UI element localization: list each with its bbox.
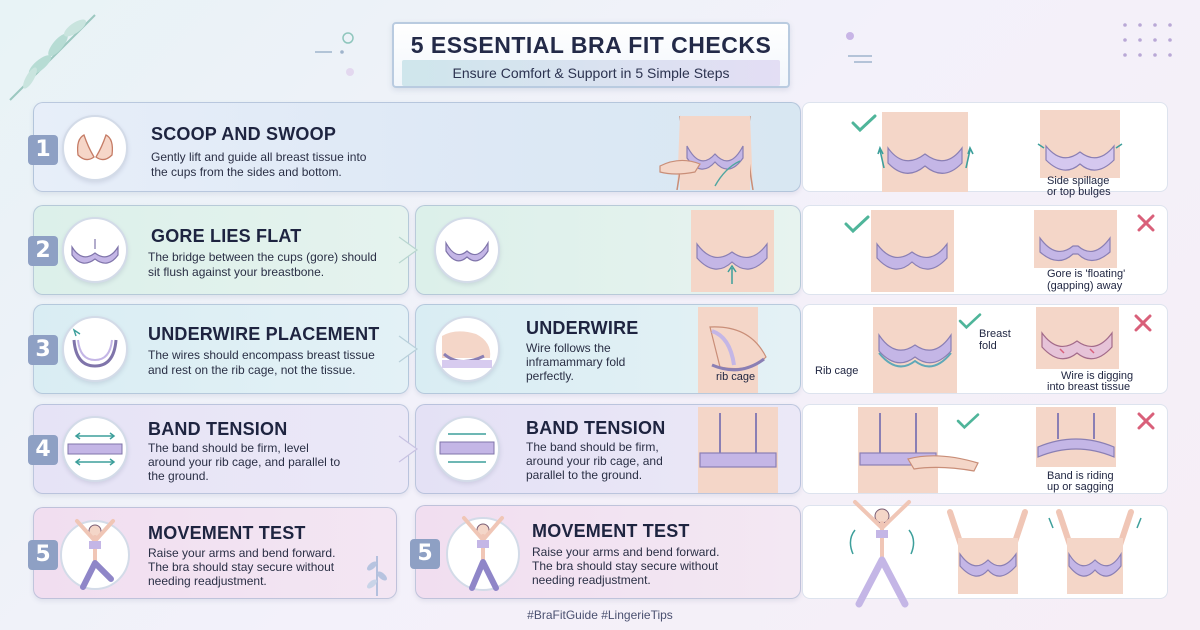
detail-title: MOVEMENT TEST <box>532 521 690 541</box>
check-description-line: The wires should encompass breast tissue <box>148 348 375 362</box>
connector-arrow <box>398 236 419 264</box>
band-detail-icon <box>434 416 500 482</box>
star-pose-illustration <box>849 500 915 608</box>
step-number-badge: 5 <box>410 539 440 569</box>
bad-fit-illustration <box>1036 407 1116 467</box>
cross-icon <box>1137 214 1155 232</box>
detail-description-line: Wire follows the <box>526 341 611 355</box>
bad-fit-illustration <box>1036 307 1119 369</box>
check-description-line: The band should be firm, level <box>148 441 309 455</box>
underwire-icon <box>62 316 128 382</box>
check-description-line: Gently lift and guide all breast tissue … <box>151 150 367 164</box>
raised-arms-illustration <box>1048 509 1142 594</box>
good-fit-illustration <box>877 112 974 192</box>
check-description-line: Raise your arms and bend forward. <box>148 546 336 560</box>
hands-icon <box>62 115 128 181</box>
check-description-line: the ground. <box>148 469 209 483</box>
check-icon <box>958 313 982 330</box>
bad-fit-caption: into breast tissue <box>1047 381 1131 393</box>
gore-figure-illustration <box>691 210 774 292</box>
bad-fit-illustration <box>1037 110 1123 178</box>
detail-description-line: The bra should stay secure without <box>532 559 719 573</box>
detail-description-line: The band should be firm, <box>526 440 659 454</box>
bad-fit-caption: up or sagging <box>1047 481 1114 493</box>
check-description-line: around your rib cage, and parallel to <box>148 455 341 469</box>
woman-jumping-icon <box>60 519 130 590</box>
detail-title: UNDERWIRE <box>526 318 639 338</box>
detail-description-line: perfectly. <box>526 369 574 383</box>
leaf-icon <box>9 14 96 101</box>
sparkle-icon <box>315 32 354 76</box>
detail-description-line: parallel to the ground. <box>526 468 643 482</box>
bad-fit-caption: or top bulges <box>1047 186 1111 198</box>
leaf-icon <box>367 556 387 596</box>
bad-fit-caption: Wire is digging <box>1061 370 1134 382</box>
good-fit-illustration <box>871 210 954 292</box>
footer-hashtags: #BraFitGuide #LingerieTips <box>527 608 673 622</box>
check-description-line: needing readjustment. <box>148 574 267 588</box>
rib-cage-label: Rib cage <box>815 365 859 377</box>
detail-description-line: inframammary fold <box>526 355 626 369</box>
step-number-badge: 5 <box>28 540 58 570</box>
check-title: SCOOP AND SWOOP <box>151 124 337 144</box>
bad-fit-caption: (gapping) away <box>1047 280 1123 292</box>
connector-arrow <box>398 435 419 463</box>
good-fit-illustration <box>873 307 957 393</box>
side-profile-illustration <box>698 307 767 393</box>
check-description-line: The bridge between the cups (gore) shoul… <box>148 250 377 264</box>
page-title: 5 ESSENTIAL BRA FIT CHECKS <box>410 32 772 58</box>
step-number-badge: 3 <box>28 335 58 365</box>
check-description-line: The bra should stay secure without <box>148 560 335 574</box>
gore-detail-icon <box>434 217 500 283</box>
page-subtitle: Ensure Comfort & Support in 5 Simple Ste… <box>402 60 780 86</box>
check-icon <box>956 413 980 430</box>
bra-icon <box>62 217 128 283</box>
check-description-line: and rest on the rib cage, not the tissue… <box>148 363 356 377</box>
check-icon <box>851 114 877 133</box>
detail-description-line: around your rib cage, and <box>526 454 663 468</box>
check-title: UNDERWIRE PLACEMENT <box>148 324 380 344</box>
check-title: MOVEMENT TEST <box>148 523 306 543</box>
cross-icon <box>1137 412 1155 430</box>
detail-description-line: Raise your arms and bend forward. <box>532 545 720 559</box>
sparkle-icon <box>846 32 872 63</box>
band-icon <box>62 416 128 482</box>
header-banner: 5 ESSENTIAL BRA FIT CHECKS Ensure Comfor… <box>392 22 790 88</box>
good-fit-illustration <box>858 407 979 493</box>
bad-fit-caption: Side spillage <box>1047 175 1110 187</box>
check-title: GORE LIES FLAT <box>151 226 302 246</box>
figure-label: rib cage <box>716 371 756 383</box>
dots-icon <box>1123 23 1172 57</box>
check-description-line: sit flush against your breastbone. <box>148 265 325 279</box>
check-title: BAND TENSION <box>148 419 288 439</box>
step-number-badge: 2 <box>28 236 58 266</box>
connector-arrow <box>398 335 419 363</box>
step-number-badge: 1 <box>28 135 58 165</box>
cross-icon <box>1134 314 1152 332</box>
breast-fold-label: fold <box>979 340 997 352</box>
check-icon <box>844 215 870 234</box>
detail-description-line: needing readjustment. <box>532 573 651 587</box>
breast-fold-label: Breast <box>979 328 1011 340</box>
step-number-badge: 4 <box>28 435 58 465</box>
detail-title: BAND TENSION <box>526 418 666 438</box>
woman-jumping-icon <box>446 516 520 591</box>
bad-fit-caption: Gore is 'floating' <box>1047 268 1126 280</box>
back-view-illustration <box>698 407 778 493</box>
underwire-detail-icon <box>434 316 500 382</box>
raised-arms-illustration <box>947 509 1028 594</box>
bad-fit-caption: Band is riding <box>1047 470 1114 482</box>
scoop-figure-illustration <box>659 115 754 190</box>
check-description-line: the cups from the sides and bottom. <box>151 165 342 179</box>
bad-fit-illustration <box>1034 210 1117 268</box>
